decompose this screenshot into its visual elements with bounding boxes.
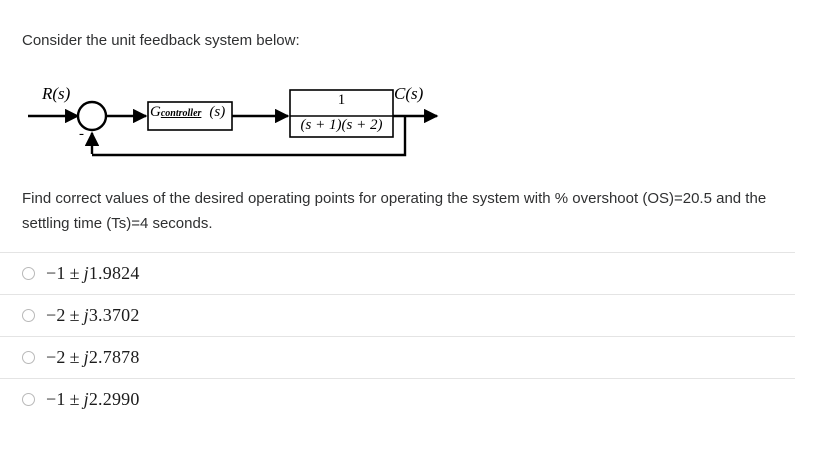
option-label-4: −1±j2.2990 [46, 389, 140, 410]
option-1-imag: 1.9824 [88, 263, 140, 283]
option-3-real: −2 [46, 347, 66, 367]
answer-options-list: −1±j1.9824 −2±j3.3702 −2±j2.7878 −1±j2.2… [0, 252, 817, 420]
option-2-plusminus: ± [69, 305, 80, 325]
controller-block-name: G [150, 104, 161, 120]
controller-block-subscript: controller [160, 108, 202, 119]
option-3-j: j [83, 347, 89, 367]
block-diagram: - R(s) C(s) Gcontroller (s) 1 (s + 1)(s +… [0, 78, 460, 173]
radio-button-option-3[interactable] [22, 351, 35, 364]
page-title: Consider the unit feedback system below: [22, 32, 300, 49]
option-4-plusminus: ± [69, 389, 80, 409]
option-row-1[interactable]: −1±j1.9824 [0, 252, 817, 294]
option-4-real: −1 [46, 389, 66, 409]
radio-button-option-2[interactable] [22, 309, 35, 322]
controller-block [147, 101, 233, 131]
option-2-j: j [83, 305, 89, 325]
separator-end-cap [795, 294, 817, 295]
option-1-plusminus: ± [69, 263, 80, 283]
option-label-3: −2±j2.7878 [46, 347, 140, 368]
plant-block [289, 89, 394, 138]
radio-button-option-1[interactable] [22, 267, 35, 280]
option-row-2[interactable]: −2±j3.3702 [0, 294, 817, 336]
option-4-j: j [83, 389, 89, 409]
separator-end-cap [795, 378, 817, 379]
output-signal-label: C(s) [394, 84, 424, 103]
option-2-real: −2 [46, 305, 66, 325]
option-2-imag: 3.3702 [88, 305, 140, 325]
controller-block-argument: (s) [209, 104, 226, 120]
controller-block-label: Gcontroller (s) [150, 103, 238, 129]
option-label-1: −1±j1.9824 [46, 263, 140, 284]
option-3-imag: 2.7878 [88, 347, 140, 367]
option-4-imag: 2.2990 [88, 389, 140, 409]
input-signal-label: R(s) [42, 84, 71, 103]
option-1-j: j [83, 263, 89, 283]
separator-end-cap [795, 336, 817, 337]
option-1-real: −1 [46, 263, 66, 283]
feedback-path [92, 116, 407, 157]
separator-end-cap [795, 252, 817, 253]
option-row-4[interactable]: −1±j2.2990 [0, 378, 817, 420]
plant-numerator: 1 [337, 92, 346, 108]
option-label-2: −2±j3.3702 [46, 305, 140, 326]
option-3-plusminus: ± [69, 347, 80, 367]
summing-junction-minus-sign: - [79, 126, 84, 142]
plant-denominator: (s + 1)(s + 2) [300, 117, 383, 133]
question-text: Find correct values of the desired opera… [22, 190, 767, 232]
option-row-3[interactable]: −2±j2.7878 [0, 336, 817, 378]
radio-button-option-4[interactable] [22, 393, 35, 406]
